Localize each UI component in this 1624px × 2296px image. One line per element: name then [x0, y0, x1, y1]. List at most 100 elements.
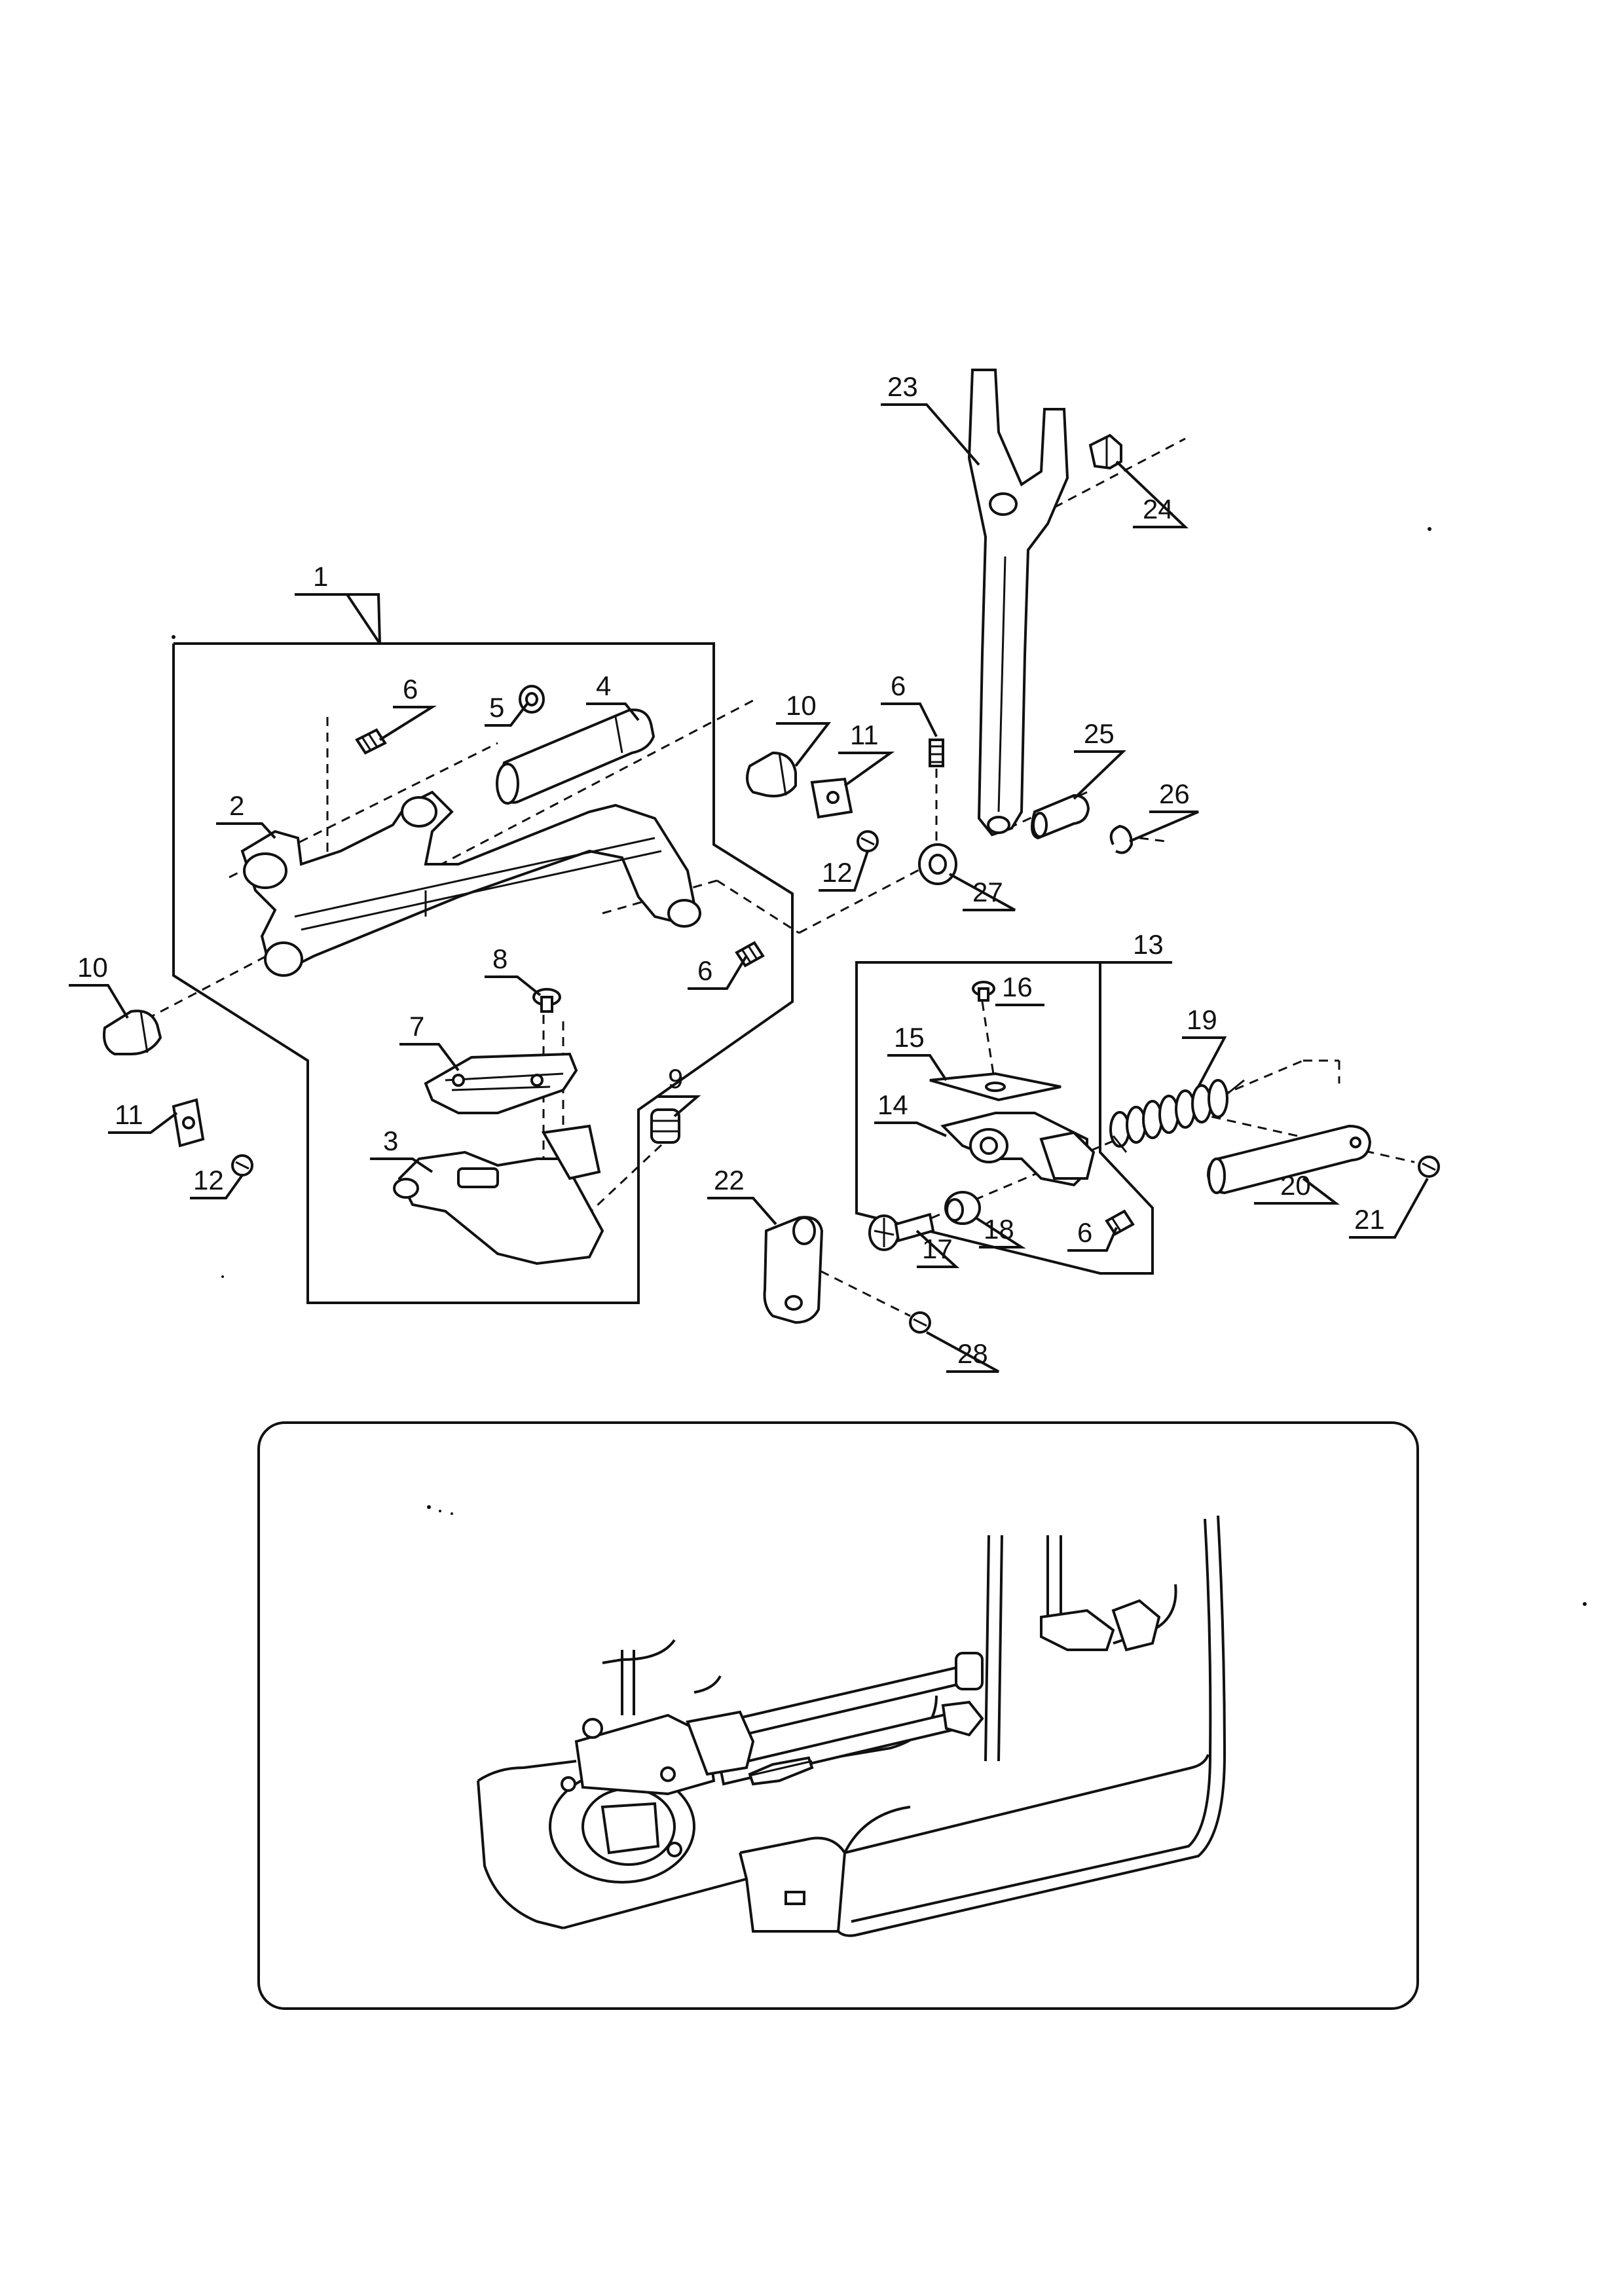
spring-coils-line	[749, 1760, 813, 1777]
bushing-part-9	[650, 1108, 680, 1144]
collar-part-27	[918, 843, 957, 885]
label-17: 17	[922, 1233, 953, 1264]
label-3: 3	[383, 1125, 398, 1156]
screw-head	[582, 1718, 603, 1739]
label-6d: 6	[1077, 1217, 1092, 1248]
label-6a: 6	[403, 674, 418, 704]
label-26: 26	[1159, 778, 1190, 809]
screw-part-21	[1418, 1156, 1440, 1178]
plate-part-15	[929, 1072, 1061, 1102]
label-6c: 6	[891, 670, 906, 701]
link-part-22	[763, 1216, 824, 1324]
label-27: 27	[972, 877, 1003, 907]
machine-arm-inner-outline	[851, 1518, 1212, 1923]
spring-part-19	[1109, 1079, 1245, 1153]
label-11b: 11	[115, 1099, 143, 1130]
cap-part-10-left	[103, 1010, 162, 1055]
screw-part-28	[909, 1311, 931, 1334]
set-screw-part-6-b	[929, 738, 944, 767]
label-21: 21	[1354, 1204, 1385, 1235]
location-view-frame	[257, 1421, 1419, 2010]
label-23: 23	[887, 371, 918, 402]
free-arm-curve	[843, 1806, 911, 1853]
ring-part-26	[1109, 824, 1134, 854]
shaft-part-20	[1206, 1124, 1372, 1195]
label-2: 2	[229, 790, 244, 821]
bed-top-edge	[844, 1754, 1209, 1854]
bed-left-front	[477, 1780, 564, 1929]
label-28: 28	[957, 1338, 988, 1369]
label-4: 4	[596, 670, 611, 701]
feed-dog-area	[574, 1713, 716, 1796]
label-25: 25	[1084, 718, 1115, 749]
machine-location-view	[257, 1421, 1419, 2010]
feed-bracket-part-3	[393, 1124, 604, 1266]
label-13: 13	[1133, 929, 1164, 960]
leader-lines	[69, 403, 1429, 1373]
label-14: 14	[877, 1089, 908, 1120]
label-7: 7	[409, 1011, 424, 1042]
stray-mark-1	[427, 1505, 431, 1509]
bed-right-outline	[739, 1836, 847, 1932]
part-labels: 1 2 3 4 5 6 6 6 6 7 8 9 10 10 11 11 12 1…	[77, 371, 1385, 1369]
stray-mark-3	[451, 1512, 453, 1515]
label-11a: 11	[850, 720, 879, 750]
feed-bracket-area	[686, 1710, 755, 1776]
shaft-collar	[955, 1652, 984, 1690]
screw-head-3	[667, 1842, 682, 1857]
set-screw-part-6-a	[355, 728, 387, 755]
label-22: 22	[714, 1165, 745, 1195]
label-15: 15	[894, 1022, 925, 1053]
bar-left-2	[997, 1535, 1003, 1762]
stray-mark-2	[439, 1510, 441, 1512]
label-1: 1	[313, 561, 328, 592]
label-6b: 6	[697, 955, 712, 986]
shaft-part-4	[496, 708, 655, 805]
bed-window	[784, 1891, 805, 1905]
feed-bar-part-2	[240, 790, 701, 977]
label-16: 16	[1002, 972, 1033, 1002]
label-10b: 10	[77, 952, 108, 983]
head-curve	[602, 1639, 676, 1664]
label-24: 24	[1143, 494, 1173, 524]
page-mark-3	[1583, 1602, 1587, 1606]
bed-left-top	[477, 1760, 577, 1782]
label-20: 20	[1280, 1170, 1311, 1201]
set-screw-part-6-c	[735, 941, 765, 968]
bed-bottom	[745, 1878, 838, 1933]
bracket-part-14	[940, 1112, 1096, 1187]
page-mark-4	[221, 1275, 224, 1278]
lever-knob	[1111, 1599, 1161, 1652]
screw-part-16	[972, 981, 995, 1002]
screw-part-12-left	[231, 1154, 253, 1176]
link-joint	[941, 1700, 984, 1737]
machine-arm-outline	[837, 1515, 1227, 1937]
head-curve-2	[693, 1675, 722, 1694]
label-5: 5	[489, 692, 504, 723]
screw-part-12-right	[857, 830, 879, 852]
plate-part-11-right	[810, 777, 853, 819]
lever-part-23	[967, 369, 1069, 837]
page-mark-1	[172, 635, 175, 639]
label-9: 9	[668, 1063, 683, 1094]
label-12a: 12	[822, 857, 853, 888]
screw-head-4	[561, 1776, 576, 1792]
set-screw-part-6-d	[1105, 1209, 1135, 1236]
clip-part-24	[1088, 433, 1122, 470]
cap-part-10-right	[746, 751, 797, 797]
label-12b: 12	[193, 1165, 224, 1195]
label-8: 8	[492, 943, 507, 974]
feed-dog-part-7	[424, 1052, 578, 1114]
lever-bracket	[1040, 1609, 1115, 1651]
label-10a: 10	[786, 690, 817, 721]
bushing-part-18	[944, 1191, 981, 1225]
shoulder-screw-part-17	[868, 1212, 935, 1251]
bar-left	[984, 1535, 990, 1762]
page-mark-2	[1428, 527, 1431, 531]
label-18: 18	[984, 1214, 1014, 1245]
screw-part-8	[532, 988, 561, 1013]
bobbin-latch	[600, 1802, 660, 1855]
label-19: 19	[1187, 1004, 1217, 1035]
screw-head-2	[660, 1766, 676, 1782]
